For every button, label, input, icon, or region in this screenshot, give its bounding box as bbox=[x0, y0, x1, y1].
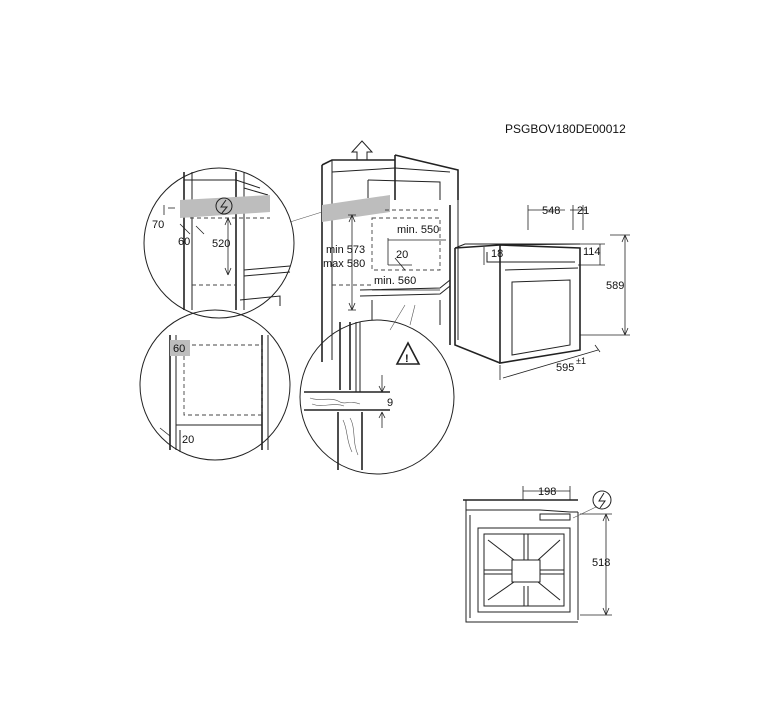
cabinet-max-580-label: max 580 bbox=[323, 258, 365, 270]
detail-top-dim-60-label: 60 bbox=[178, 236, 190, 248]
warning-triangle-icon: ! bbox=[395, 341, 421, 365]
detail-bottom-dim-20-label: 20 bbox=[182, 434, 194, 446]
detail-top-dim-520-label: 520 bbox=[212, 238, 230, 250]
oven-dim-595-label: 595 bbox=[556, 362, 574, 374]
up-arrow-icon bbox=[350, 140, 374, 161]
power-connection-icon-top-view bbox=[592, 490, 612, 510]
power-connection-icon bbox=[215, 197, 233, 215]
cabinet-min-573-label: min 573 bbox=[326, 244, 365, 256]
oven-dim-548-label: 548 bbox=[542, 205, 560, 217]
detail-bottom-dim-60-label: 60 bbox=[173, 343, 185, 355]
oven-dim-114-label: 114 bbox=[583, 246, 601, 258]
cabinet-min-560-label: min. 560 bbox=[374, 275, 416, 287]
oven-dim-589-label: 589 bbox=[606, 280, 624, 292]
oven-dim-595-tolerance: ±1 bbox=[576, 356, 586, 366]
detail-floor-dim-9-label: 9 bbox=[387, 397, 393, 409]
cabinet-min-550-label: min. 550 bbox=[397, 224, 439, 236]
oven-3d-drawing bbox=[454, 205, 630, 380]
top-view-dim-518-label: 518 bbox=[592, 557, 610, 569]
detail-top-circle bbox=[143, 167, 295, 319]
diagram-code: PSGBOV180DE00012 bbox=[505, 122, 626, 136]
cabinet-drawing bbox=[289, 140, 459, 362]
cabinet-dim-20-label: 20 bbox=[396, 249, 408, 261]
oven-dim-21-label: 21 bbox=[577, 205, 589, 217]
detail-top-dim-70-label: 70 bbox=[152, 219, 164, 231]
oven-dim-18-label: 18 bbox=[491, 248, 503, 260]
top-view-dim-198-label: 198 bbox=[538, 486, 556, 498]
detail-bottom-circle bbox=[139, 309, 291, 461]
detail-floor-circle bbox=[299, 319, 455, 475]
oven-top-view-drawing bbox=[463, 486, 612, 623]
warning-symbol: ! bbox=[405, 353, 409, 365]
